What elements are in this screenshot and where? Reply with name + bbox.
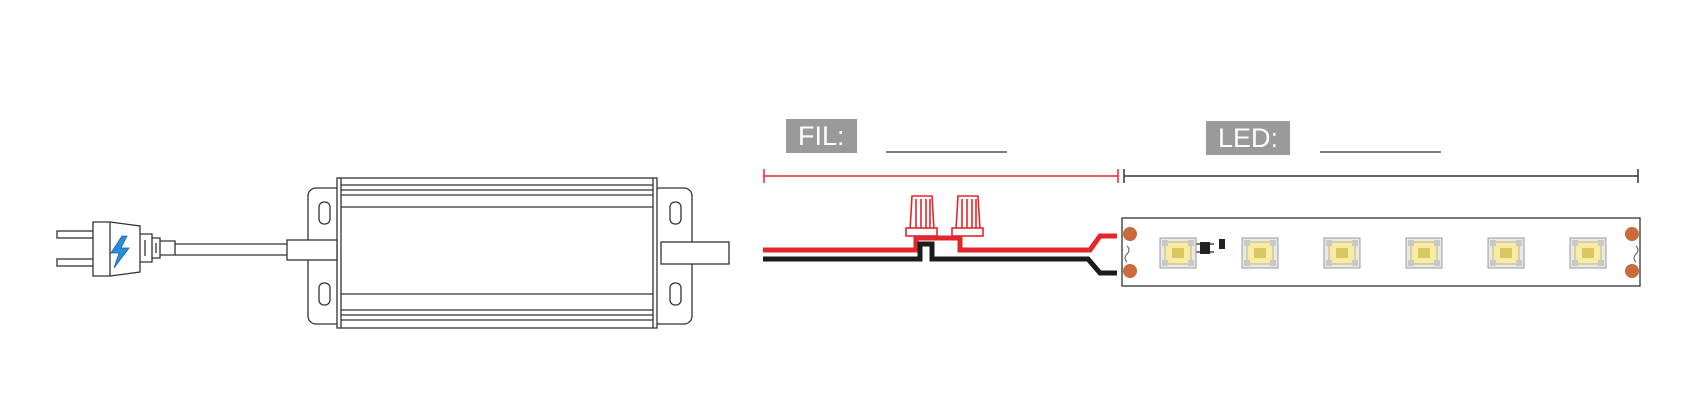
wire-dimension-line [763,169,1119,183]
led-chip [1241,237,1279,269]
power-supply [286,177,730,329]
wire-label: FIL: [786,119,857,153]
wire-connector [951,195,984,237]
output-cable-stub [660,241,730,265]
wire-connector [905,195,938,237]
led-dimension-line [1123,169,1639,183]
black-wire [763,241,1117,276]
led-chips [1159,237,1607,269]
mounting-hole [318,201,331,225]
led-chip [1569,237,1607,269]
solder-pads-right [1625,227,1639,278]
plug-prong-top [56,230,96,239]
power-plug [56,221,287,277]
input-cable-gland [286,239,338,261]
led-chip [1405,237,1443,269]
lightning-icon [110,235,130,269]
red-wire [763,233,1117,253]
mounting-hole [669,201,682,225]
power-supply-housing [336,177,658,329]
led-chip [1323,237,1361,269]
plug-prong-bottom [56,258,96,267]
mounting-hole [669,282,682,306]
led-chip [1487,237,1525,269]
resistor-component [1196,239,1225,254]
led-chip [1159,237,1197,269]
solder-pads-left [1123,227,1137,278]
mounting-hole [318,282,331,306]
led-label: LED: [1206,121,1291,155]
extension-wires [763,233,1117,276]
